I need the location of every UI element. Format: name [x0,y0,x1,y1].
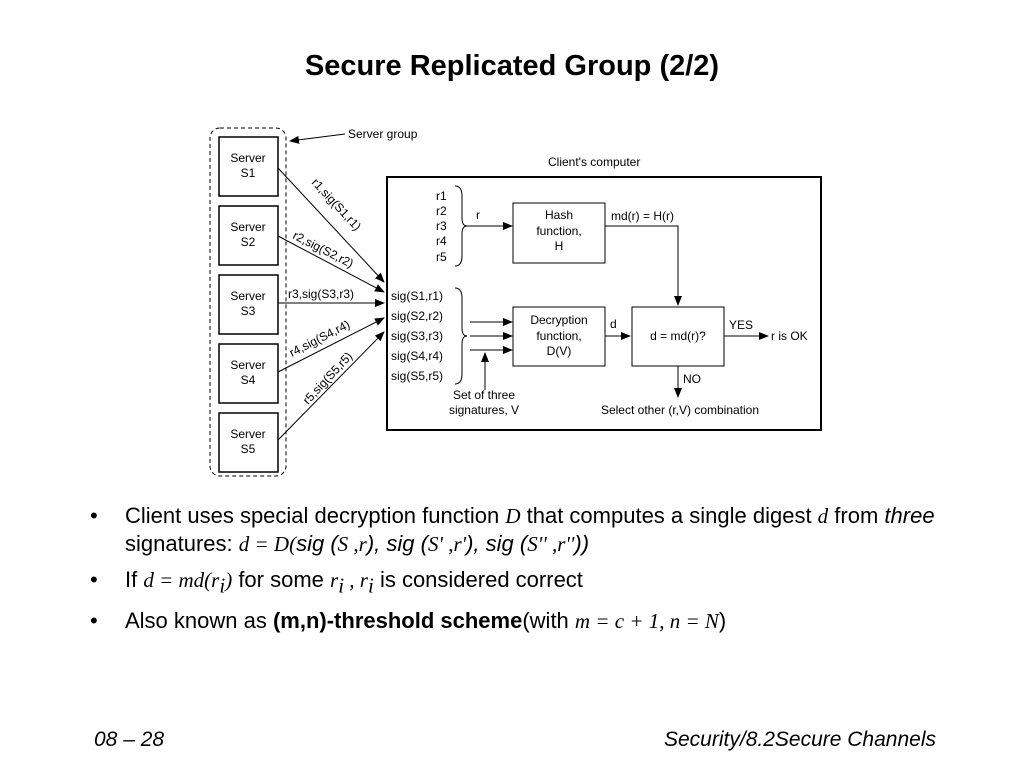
server-s5: Server S5 [218,412,279,473]
hash-function-box [512,202,606,264]
decryption-function-box [512,306,606,367]
message-arrow-s5 [277,331,385,441]
hash-box-line3: H [555,239,564,253]
server-group-label: Server group [348,127,418,141]
signature-5: sig(S5,r5) [391,369,443,383]
signature-4: sig(S4,r4) [391,349,443,363]
yes-label: YES [729,318,753,332]
server-s2-line1: Server [230,220,265,234]
bullet1-formula-arg1: S ,r [337,532,367,556]
footer-section: Security/8.2Secure Channels [664,728,936,751]
server-s1-line2: S1 [241,166,256,180]
bullet1-formula-arg2: S' ,r' [427,532,467,556]
bullet3-text-3: ) [718,608,727,634]
three-sigs-line2: signatures, V [449,403,519,417]
bullet-item-3: Also known as (m,n)-threshold scheme(wit… [90,607,950,635]
result-r1: r1 [436,189,447,203]
secure-replicated-group-diagram: Server group Server S1 Server S2 Server … [209,127,822,477]
server-s1: Server S1 [218,136,279,197]
client-computer-label: Client's computer [548,155,640,169]
bullet3-bold: (m,n)-threshold scheme [272,608,523,634]
compare-box-label: d = md(r)? [650,329,706,343]
decrypt-box-line3: D(V) [547,344,572,358]
bullet2-math-2: ) [225,568,233,592]
bullet1-text-4: signatures: [125,531,239,556]
signatures-brace [454,287,468,385]
bullet-item-1: Client uses special decryption function … [90,502,950,558]
result-r3: r3 [436,219,447,233]
hash-box-line2: function, [536,224,581,238]
slide-title: Secure Replicated Group (2/2) [304,50,720,82]
result-r5: r5 [436,250,447,264]
message-label-s2: r2,sig(S2,r2) [291,228,356,270]
bullet1-formula-sig2: ), sig ( [366,531,428,556]
server-s2: Server S2 [218,205,279,266]
signature-3: sig(S3,r3) [391,329,443,343]
bullet1-text-2: that computes a single digest [520,503,818,528]
hash-box-line1: Hash [545,208,573,222]
server-s4-line1: Server [230,358,265,372]
bullet2-math-1: d = md(r [143,568,220,592]
bullet2-sub-2: i [338,573,345,598]
server-s5-line1: Server [230,427,265,441]
bullet1-formula-start: d = D( [238,532,297,556]
bullet1-formula-arg3: S'' ,r'' [527,532,575,556]
server-s4: Server S4 [218,343,279,404]
bullet1-text-3: from [828,503,885,528]
bullet2-math-3: r [330,568,339,592]
bullet1-math-d: d [817,504,829,528]
message-arrow-s2 [277,235,385,293]
bullet1-formula-end: )) [574,531,590,556]
server-s2-line2: S2 [241,235,256,249]
footer-slide-number: 08 – 28 [94,728,165,751]
server-group-pointer [289,133,346,144]
bullet1-text-1: Client uses special decryption function [125,503,506,528]
message-label-s1: r1,sig(S1,r1) [309,175,364,233]
md-label: md(r) = H(r) [611,209,674,223]
bullet3-math: m = c + 1, n = N [574,609,719,634]
decrypt-box-line1: Decryption [530,313,587,327]
signature-2: sig(S2,r2) [391,309,443,323]
bullet1-three: three [884,503,935,528]
bullet1-formula-sig3: ), sig ( [466,531,528,556]
decrypt-box-line2: function, [536,329,581,343]
message-arrow-s1 [277,167,385,283]
bullet2-math-4: , r [344,568,368,592]
bullet2-text-3: is considered correct [373,567,583,592]
bullet2-text-1: If [125,567,144,592]
result-r2: r2 [436,204,447,218]
bullet1-formula-sig1: sig ( [296,531,338,556]
bullet-list: Client uses special decryption function … [90,502,950,643]
bullet2-sub-3: i [367,573,374,598]
message-label-s3: r3,sig(S3,r3) [288,287,354,301]
server-s1-line1: Server [230,151,265,165]
select-other-label: Select other (r,V) combination [601,403,759,417]
message-arrow-s4 [277,317,385,373]
bullet2-sub-1: i [219,573,226,598]
bullet1-math-D: D [505,504,521,528]
bullet3-text-2: (with [522,608,575,634]
server-s3-line1: Server [230,289,265,303]
bullet2-text-2: for some [232,567,331,592]
no-label: NO [683,372,701,386]
server-s3-line2: S3 [241,304,256,318]
r-label: r [476,208,480,222]
compare-box [631,306,725,367]
bullet3-text-1: Also known as [125,608,273,634]
result-r4: r4 [436,234,447,248]
three-sigs-line1: Set of three [453,388,515,402]
message-label-s5: r5,sig(S5,r5) [300,349,355,407]
server-s3: Server S3 [218,274,279,335]
d-label: d [610,317,617,331]
md-arrow [605,225,682,306]
server-s5-line2: S5 [241,442,256,456]
server-group-outline [209,127,287,477]
bullet-item-2: If d = md(ri) for some ri , ri is consid… [90,566,950,599]
ok-label: r is OK [771,329,808,343]
signature-1: sig(S1,r1) [391,289,443,303]
server-s4-line2: S4 [241,373,256,387]
